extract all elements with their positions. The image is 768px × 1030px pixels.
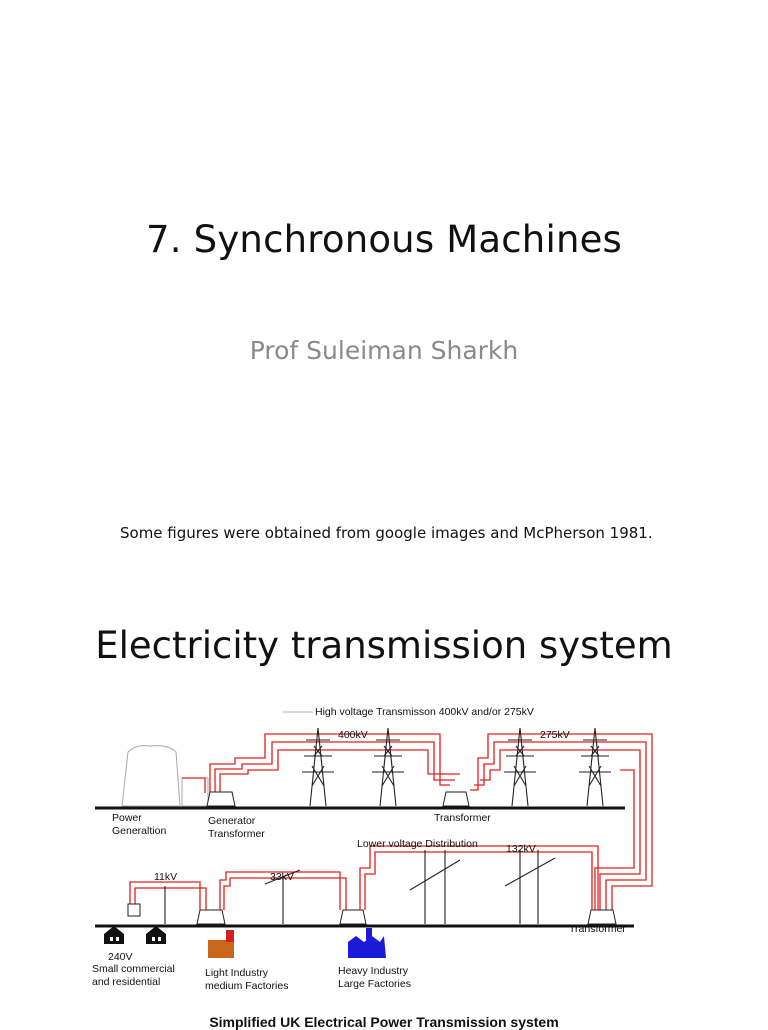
label-transformer-top: Transformer: [434, 812, 491, 824]
label-11kv: 11kV: [154, 871, 177, 883]
label-light-industry-2: medium Factories: [205, 980, 288, 992]
diagram-caption: Simplified UK Electrical Power Transmiss…: [209, 1014, 559, 1030]
transformers: [196, 791, 617, 925]
label-power-gen-1: Power: [112, 812, 142, 824]
label-high-voltage: High voltage Transmisson 400kV and/or 27…: [315, 706, 534, 718]
label-heavy-industry-1: Heavy Industry: [338, 965, 409, 977]
label-light-industry-1: Light Industry: [205, 967, 269, 979]
label-gen-transformer-1: Generator: [208, 815, 256, 827]
label-gen-transformer-2: Transformer: [208, 828, 265, 840]
light-factory-icon: [208, 930, 234, 958]
heavy-factory-icon: [348, 928, 386, 958]
label-heavy-industry-2: Large Factories: [338, 978, 411, 990]
pylons: [302, 727, 611, 807]
label-lower-voltage: Lower voltage Distribution: [357, 838, 478, 850]
hv-lines: [182, 733, 653, 910]
distribution-poles: [164, 850, 556, 924]
generator-building: [181, 777, 209, 807]
label-275kv: 275kV: [540, 729, 570, 741]
figure-credit-note: Some figures were obtained from google i…: [120, 524, 653, 542]
label-240v: 240V: [108, 951, 133, 963]
substation-box: [127, 903, 141, 917]
label-small-commercial-2: and residential: [92, 976, 160, 988]
label-400kv: 400kV: [338, 729, 368, 741]
label-33kv: 33kV: [270, 871, 294, 883]
distribution-lines: [129, 845, 599, 910]
houses-icon: [104, 926, 166, 944]
cooling-tower: [121, 745, 181, 807]
slide-title: Electricity transmission system: [95, 624, 673, 667]
label-transformer-bottom: Transformer: [569, 923, 626, 935]
transmission-diagram: High voltage Transmisson 400kV and/or 27…: [92, 706, 653, 992]
label-small-commercial-1: Small commercial: [92, 963, 175, 975]
label-power-gen-2: Generaltion: [112, 825, 166, 837]
author-subtitle: Prof Suleiman Sharkh: [249, 336, 519, 365]
label-132kv: 132kV: [506, 843, 536, 855]
slide-title: 7. Synchronous Machines: [145, 218, 623, 261]
